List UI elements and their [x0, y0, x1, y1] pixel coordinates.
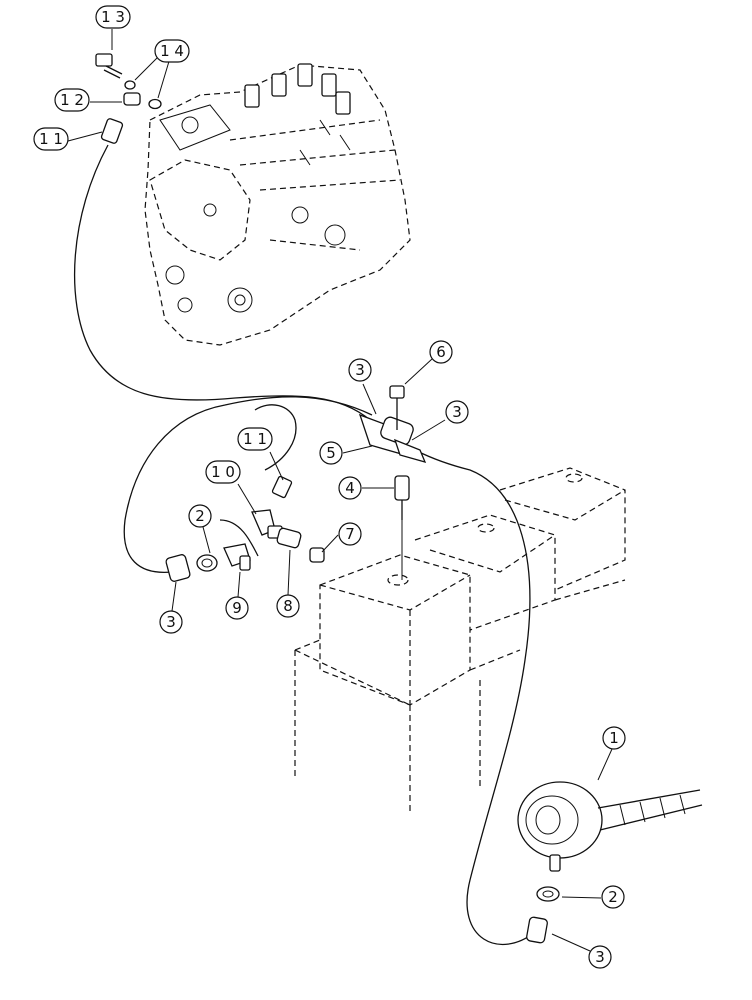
- svg-text:1 1: 1 1: [39, 130, 63, 148]
- callout-13: 1 3: [95, 5, 131, 29]
- adapter-fitting: [394, 475, 410, 580]
- svg-text:4: 4: [345, 479, 355, 497]
- cap-nut: [389, 385, 405, 430]
- hose-line: [73, 144, 536, 946]
- callout-10: 1 0: [205, 460, 241, 484]
- hose-fitting: [100, 118, 124, 144]
- callout-11-mid: 1 1: [237, 427, 273, 451]
- sealing-washer: [124, 80, 136, 90]
- svg-text:7: 7: [345, 525, 355, 543]
- wastegate-actuator: [517, 781, 703, 872]
- callout-6: 6: [429, 340, 453, 364]
- union-fitting: [276, 527, 302, 549]
- engine-block: [294, 467, 626, 815]
- callout-14: 1 4: [154, 39, 190, 63]
- banjo-bolt: [95, 53, 123, 79]
- elbow-fitting: [251, 509, 283, 539]
- callout-12: 1 2: [54, 88, 90, 112]
- hose-clamp: [196, 554, 218, 572]
- callout-7: 7: [338, 522, 362, 546]
- hose-line-2: [123, 396, 373, 574]
- tee-connector: [358, 413, 427, 463]
- svg-text:5: 5: [326, 444, 336, 462]
- svg-text:1 0: 1 0: [211, 463, 235, 481]
- svg-text:1 4: 1 4: [160, 42, 184, 60]
- callout-2-bottom: 2: [601, 885, 625, 909]
- callout-2-mid: 2: [188, 504, 212, 528]
- svg-text:1 1: 1 1: [243, 430, 267, 448]
- leader-lines: [67, 29, 613, 952]
- callout-3-left: 3: [159, 610, 183, 634]
- svg-text:1: 1: [609, 729, 619, 747]
- svg-text:3: 3: [452, 403, 462, 421]
- banjo-fitting: [123, 92, 141, 106]
- callout-4: 4: [338, 476, 362, 500]
- callout-3-bottom: 3: [588, 945, 612, 969]
- injection-pump: [144, 63, 411, 346]
- callout-9: 9: [225, 596, 249, 620]
- svg-text:3: 3: [355, 361, 365, 379]
- svg-text:6: 6: [436, 343, 446, 361]
- svg-text:1 2: 1 2: [60, 91, 84, 109]
- callout-11-top: 1 1: [33, 127, 69, 151]
- svg-text:1 3: 1 3: [101, 8, 125, 26]
- svg-text:8: 8: [283, 597, 293, 615]
- sleeve-bottom: [526, 916, 548, 944]
- hose-sleeve: [165, 554, 191, 582]
- plug-fitting: [309, 547, 325, 563]
- clamp-bottom: [536, 886, 560, 902]
- sealing-washer-2: [148, 98, 162, 110]
- callout-3-tee: 3: [348, 358, 372, 382]
- callout-5: 5: [319, 441, 343, 465]
- svg-text:2: 2: [195, 507, 205, 525]
- barb-elbow: [223, 543, 251, 571]
- callout-1: 1: [602, 726, 626, 750]
- hose-line-3: [219, 404, 297, 557]
- svg-text:2: 2: [608, 888, 618, 906]
- svg-text:3: 3: [166, 613, 176, 631]
- svg-text:9: 9: [232, 599, 242, 617]
- straight-fitting: [271, 475, 293, 499]
- svg-text:3: 3: [595, 948, 605, 966]
- callout-8: 8: [276, 594, 300, 618]
- callout-3-right: 3: [445, 400, 469, 424]
